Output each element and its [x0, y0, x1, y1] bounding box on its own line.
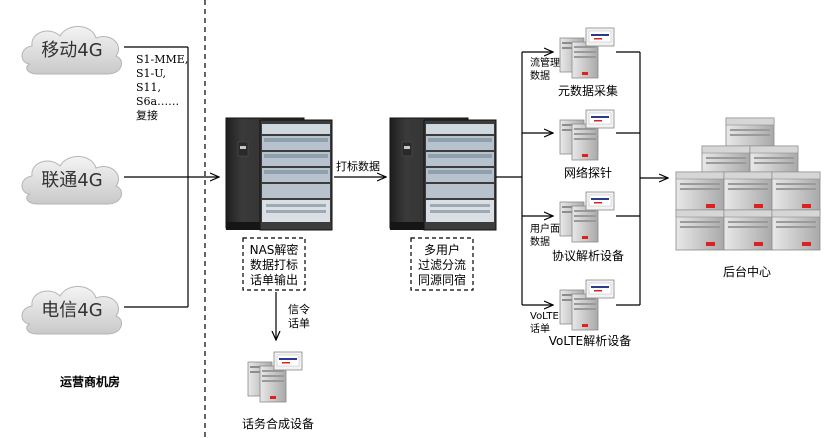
- bill-device-label: 话务合成设备: [242, 416, 314, 431]
- nas-device: [225, 117, 333, 231]
- interface-list: S1-MME, S1-U, S11, S6a…… 复接: [136, 53, 188, 122]
- server-label-volte: VoLTE解析设备: [549, 334, 632, 348]
- svg-text:过滤分流: 过滤分流: [418, 258, 466, 272]
- svg-text:话单输出: 话单输出: [250, 272, 298, 287]
- svg-text:VoLTE: VoLTE: [530, 311, 559, 322]
- server-protocol: [559, 191, 615, 243]
- operator-room-label: 运营商机房: [60, 374, 120, 389]
- operator-lines: [124, 46, 219, 308]
- svg-text:用户面: 用户面: [530, 222, 560, 235]
- bill-device: [247, 351, 303, 403]
- backend-cluster: [675, 117, 821, 251]
- operator-label-mobile: 移动4G: [41, 40, 102, 61]
- svg-text:数据: 数据: [530, 69, 550, 82]
- nas-caption-box: [242, 237, 306, 291]
- backend-label: 后台中心: [723, 264, 771, 279]
- server-label-metadata: 元数据采集: [558, 83, 618, 98]
- merge-lines: [616, 51, 668, 306]
- server-labels: 元数据采集 网络探针 协议解析设备 VoLTE解析设备: [549, 83, 632, 348]
- svg-text:同源同宿: 同源同宿: [418, 272, 466, 287]
- branch-lines: [496, 52, 553, 305]
- filter-caption-box: [410, 237, 474, 291]
- server-metadata: [559, 27, 615, 79]
- svg-text:S6a……: S6a……: [136, 95, 179, 108]
- server-label-protocol: 协议解析设备: [552, 248, 624, 263]
- svg-text:流管理: 流管理: [530, 56, 560, 69]
- svg-text:S11,: S11,: [136, 81, 161, 94]
- svg-text:数据: 数据: [530, 235, 550, 248]
- nas-caption: NAS解密 数据打标 话单输出: [250, 242, 299, 287]
- svg-text:S1-U,: S1-U,: [136, 67, 166, 80]
- filter-caption: 多用户 过滤分流 同源同宿: [418, 242, 466, 287]
- server-probe: [559, 109, 615, 161]
- server-volte: [559, 279, 615, 331]
- svg-text:S1-MME,: S1-MME,: [136, 53, 188, 66]
- svg-text:多用户: 多用户: [424, 242, 460, 257]
- filter-device: [389, 117, 497, 231]
- signaling-label: 信令 话单: [288, 302, 310, 330]
- svg-text:信令: 信令: [288, 302, 310, 316]
- svg-text:NAS解密: NAS解密: [250, 242, 299, 257]
- server-side-labels: 流管理 数据 用户面 数据 VoLTE 话单: [530, 56, 560, 335]
- operator-label-telecom: 电信4G: [41, 300, 102, 321]
- mark-data-label: 打标数据: [336, 159, 380, 173]
- svg-text:数据打标: 数据打标: [250, 257, 298, 272]
- operator-label-unicom: 联通4G: [41, 170, 102, 191]
- svg-text:话单: 话单: [530, 323, 550, 335]
- svg-text:话单: 话单: [288, 317, 310, 330]
- svg-text:复接: 复接: [136, 108, 158, 122]
- server-label-probe: 网络探针: [564, 165, 612, 180]
